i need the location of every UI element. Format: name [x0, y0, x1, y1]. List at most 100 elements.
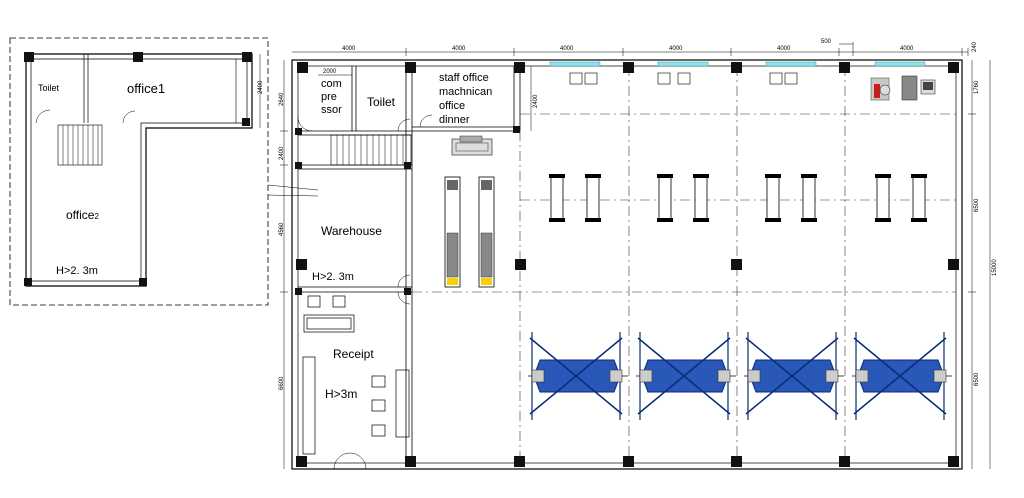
lift-arm: [529, 337, 623, 415]
compressor-line-1: com: [321, 78, 342, 90]
dim-right-mid: 6500: [974, 198, 980, 212]
wheel-stand: [912, 175, 926, 221]
bench: [302, 356, 316, 455]
column-small: [404, 162, 411, 169]
dim-top-3: 4000: [560, 46, 574, 52]
columns: [295, 62, 959, 467]
scissor-lift-4: [852, 332, 952, 420]
lift-arm: [853, 337, 947, 415]
inset-column: [24, 52, 34, 62]
dim-top-edge: 240: [972, 41, 978, 52]
wheel-stand: [550, 175, 564, 221]
fixture: [677, 72, 691, 85]
door-arc-receipt: [397, 291, 411, 305]
office-inset: 2400 Toilet office1 office2 H>2. 3m: [9, 37, 269, 306]
tool-wheel: [879, 84, 891, 96]
inset-column: [242, 118, 250, 126]
dim-comp-width: 2000: [323, 69, 337, 75]
column: [514, 62, 525, 73]
wheel-cap: [875, 218, 891, 222]
wheel-cap: [585, 218, 601, 222]
door-arc-entry-right: [349, 452, 367, 470]
receipt-label: Receipt: [333, 347, 374, 361]
ramp-grille: [446, 232, 459, 278]
dim-top-2: 4000: [452, 46, 466, 52]
scissor-lift-3: [744, 332, 844, 420]
column: [514, 456, 525, 467]
chair: [371, 375, 386, 388]
warehouse-height-label: H>2. 3m: [312, 271, 354, 283]
fixture: [769, 72, 783, 85]
column-small: [404, 288, 411, 295]
lift-end-box: [609, 369, 623, 383]
compressor-line-2: pre: [321, 91, 337, 103]
compressor-line-3: ssor: [321, 104, 342, 116]
column: [623, 62, 634, 73]
staff-line-4: dinner: [439, 114, 470, 126]
scissor-lift-1: [528, 332, 628, 420]
ramp-cap: [447, 180, 458, 190]
chair: [371, 424, 386, 437]
stair-box: [57, 124, 103, 166]
wheel-cap: [765, 218, 781, 222]
dim-right-total: 15000: [992, 259, 998, 276]
ramp-lift: [444, 176, 495, 288]
wheel-stand: [694, 175, 708, 221]
main-building: [291, 59, 963, 470]
wheel-cap: [657, 218, 673, 222]
compressor-label: com pre ssor: [321, 78, 345, 116]
chair: [307, 295, 321, 308]
column-small: [513, 126, 520, 133]
dim-top-1: 4000: [342, 46, 356, 52]
generator-top: [459, 135, 483, 143]
column: [623, 456, 634, 467]
dim-top-4: 4000: [669, 46, 683, 52]
column-small: [295, 288, 302, 295]
office2-subscript: 2: [94, 212, 99, 221]
window: [549, 61, 601, 67]
column: [731, 456, 742, 467]
cabinet: [901, 75, 918, 101]
wheel-cap: [801, 174, 817, 178]
dim-top-6: 4000: [900, 46, 914, 52]
door-arc-staff: [419, 114, 433, 128]
inset-door-arc: [122, 110, 136, 124]
chair: [332, 295, 346, 308]
dim-top-small: 500: [821, 39, 832, 45]
lift-arm: [637, 337, 731, 415]
wheel-cap: [801, 218, 817, 222]
lift-end-box: [531, 369, 545, 383]
staff-line-2: machnican: [439, 86, 492, 98]
inset-office1-label: office1: [127, 81, 165, 96]
dim-right-bottom: 6500: [974, 372, 980, 386]
chair: [371, 399, 386, 412]
fixture: [569, 72, 583, 85]
generator-equipment: [451, 135, 493, 156]
window: [874, 61, 926, 67]
inset-stair: [57, 124, 103, 166]
inset-connector: [267, 194, 319, 197]
toilet-label: Toilet: [367, 95, 396, 109]
main-stair-box: [330, 134, 412, 166]
inset-connector: [267, 184, 319, 191]
counter-inner: [306, 317, 352, 330]
dimension-labels: 4000 4000 4000 4000 4000 4000 500 240 20…: [279, 39, 998, 390]
dim-left-3: 4560: [279, 222, 285, 236]
dimension-lines: [280, 42, 991, 469]
wheel-stand: [586, 175, 600, 221]
window: [765, 61, 817, 67]
column-small: [295, 162, 302, 169]
small-fixtures: [569, 72, 798, 85]
ramp-end: [447, 278, 458, 285]
windows: [549, 61, 926, 67]
warehouse-label: Warehouse: [321, 224, 382, 238]
inset-column: [133, 52, 143, 62]
receipt-height-label: H>3m: [325, 387, 357, 401]
wheel-stand: [658, 175, 672, 221]
column: [948, 456, 959, 467]
wheel-stand: [766, 175, 780, 221]
column: [731, 259, 742, 270]
ramp-end: [481, 278, 492, 285]
column: [297, 62, 308, 73]
dim-left-2: 2400: [279, 146, 285, 160]
